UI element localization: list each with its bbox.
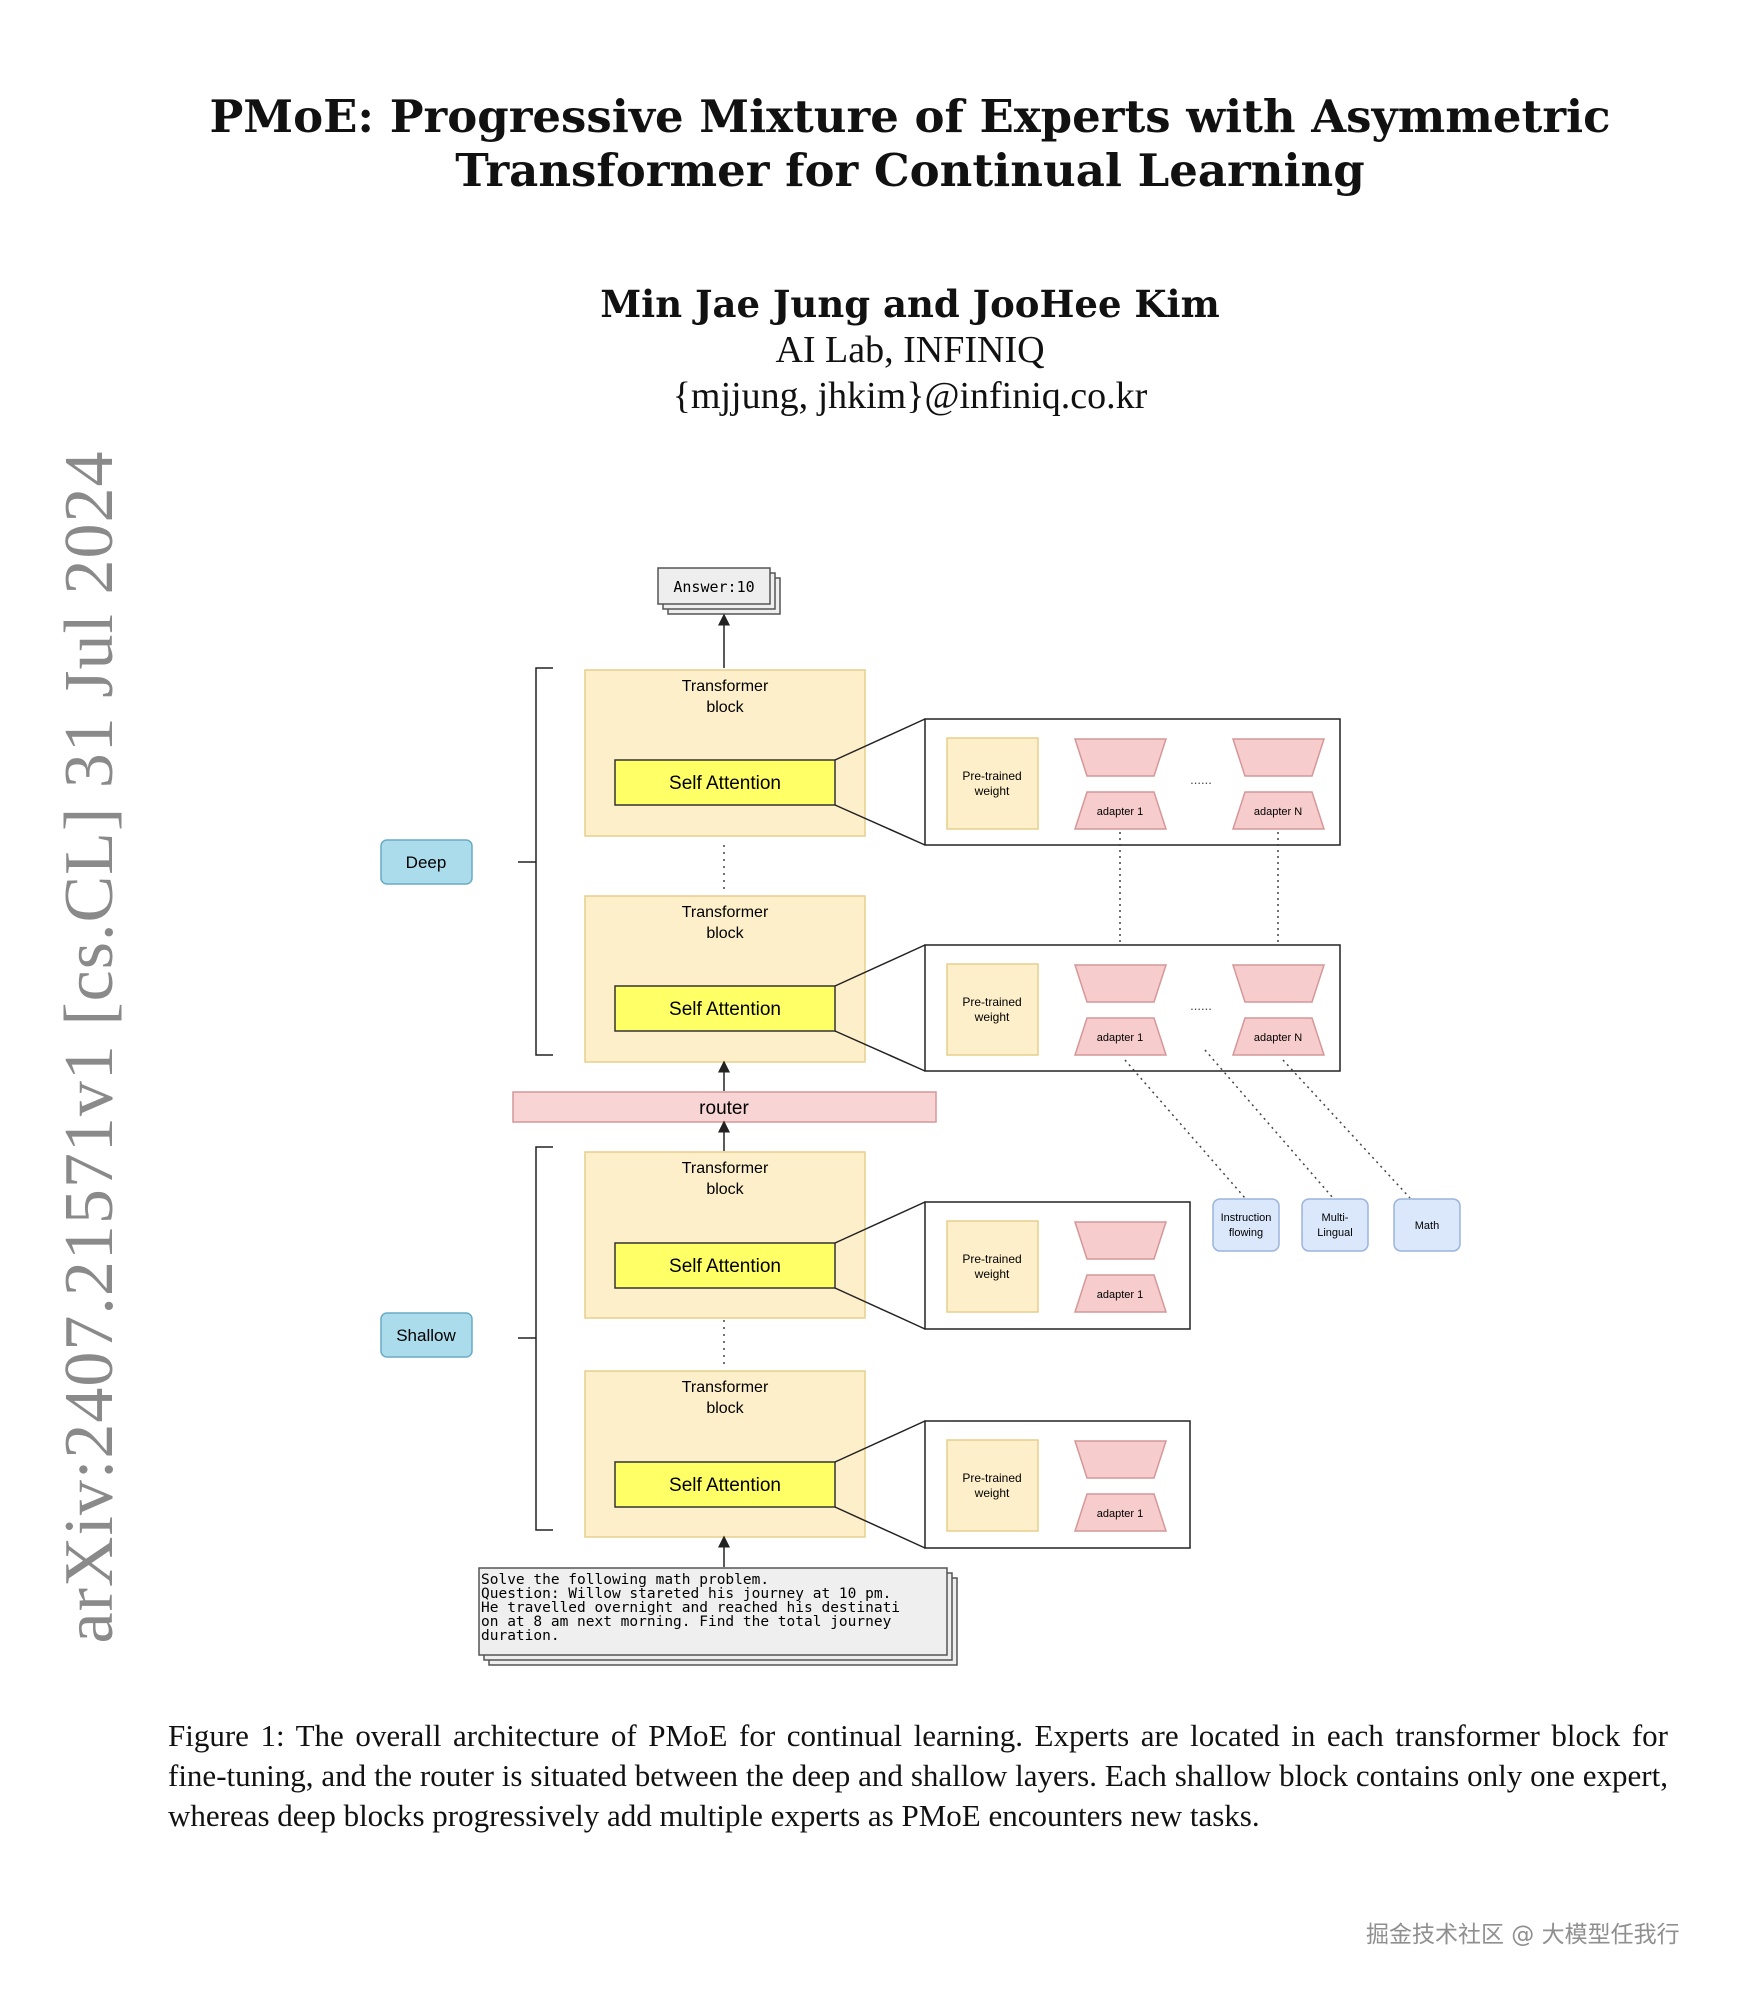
router-box: router [512, 1091, 937, 1123]
block-title-line2: block [706, 925, 744, 942]
pretrained-label: weight [974, 1010, 1010, 1024]
transformer-block-deep-top: Transformer block Self Attention [584, 669, 866, 837]
transformer-block-shallow-top: Transformer block Self Attention [584, 1151, 866, 1319]
expert-panel-shallow-top: Pre-trained weight adapter 1 [924, 1201, 1191, 1330]
pretrained-label: Pre-trained [962, 769, 1021, 783]
ellipsis: ...... [1190, 998, 1212, 1013]
block-title-line1: Transformer [682, 1160, 769, 1177]
title-line-1: PMoE: Progressive Mixture of Experts wit… [209, 90, 1611, 143]
task-instruction-flowing: Instruction flowing [1212, 1198, 1280, 1252]
ellipsis: ...... [1190, 772, 1212, 787]
block-title-line2: block [706, 1400, 744, 1417]
input-question-box: Solve the following math problem. Questi… [478, 1567, 958, 1666]
block-title-line2: block [706, 1181, 744, 1198]
authors: Min Jae Jung and JooHee Kim [600, 282, 1220, 326]
shallow-brace [518, 1146, 553, 1531]
adapter-n-label: adapter N [1254, 1032, 1302, 1044]
block-title-line2: block [706, 699, 744, 716]
pretrained-label: weight [974, 1486, 1010, 1500]
task-math: Math [1393, 1198, 1461, 1252]
answer-text: Answer:10 [673, 578, 754, 596]
architecture-figure: Answer:10 Deep Shallow Transformer block… [380, 567, 1461, 1666]
input-line-5: duration. [481, 1628, 560, 1644]
adapter-1-label: adapter 1 [1097, 1032, 1143, 1044]
title-line-2: Transformer for Continual Learning [455, 144, 1365, 197]
self-attention-label: Self Attention [669, 773, 781, 794]
adapter-n-label: adapter N [1254, 806, 1302, 818]
expert-panel-shallow-bottom: Pre-trained weight adapter 1 [924, 1420, 1191, 1549]
task-label: Instruction [1221, 1212, 1272, 1224]
deep-label-box: Deep [380, 839, 473, 885]
block-title-line1: Transformer [682, 1379, 769, 1396]
input-line-4: on at 8 am next morning. Find the total … [481, 1614, 892, 1630]
task-label: Lingual [1317, 1227, 1352, 1239]
self-attention-label: Self Attention [669, 999, 781, 1020]
adapter-1-label: adapter 1 [1097, 806, 1143, 818]
task-multilingual: Multi- Lingual [1301, 1198, 1369, 1252]
task-label: Multi- [1322, 1212, 1349, 1224]
pretrained-label: Pre-trained [962, 1471, 1021, 1485]
deep-label: Deep [406, 853, 447, 872]
pretrained-label: Pre-trained [962, 995, 1021, 1009]
transformer-block-deep-bottom: Transformer block Self Attention [584, 895, 866, 1063]
input-line-2: Question: Willow stareted his journey at… [481, 1586, 891, 1602]
block-title-line1: Transformer [682, 904, 769, 921]
figure-caption: Figure 1: The overall architecture of PM… [168, 1718, 1668, 1833]
input-line-1: Solve the following math problem. [481, 1572, 769, 1588]
pretrained-label: weight [974, 1267, 1010, 1281]
deep-brace [518, 667, 553, 1056]
self-attention-label: Self Attention [669, 1475, 781, 1496]
answer-box: Answer:10 [657, 567, 781, 615]
shallow-label: Shallow [396, 1326, 456, 1345]
input-line-3: He travelled overnight and reached his d… [481, 1600, 900, 1616]
expert-panel-deep-top: Pre-trained weight adapter 1 ...... adap… [924, 718, 1341, 846]
affiliation: AI Lab, INFINIQ [775, 329, 1045, 371]
pretrained-label: Pre-trained [962, 1252, 1021, 1266]
paper-title: PMoE: Progressive Mixture of Experts wit… [0, 90, 1753, 198]
block-title-line1: Transformer [682, 678, 769, 695]
task-label: flowing [1229, 1227, 1263, 1239]
task-label: Math [1415, 1220, 1439, 1232]
adapter-1-label: adapter 1 [1097, 1289, 1143, 1301]
router-label: router [699, 1098, 749, 1119]
task-links [1124, 1049, 1411, 1199]
pretrained-label: weight [974, 784, 1010, 798]
self-attention-label: Self Attention [669, 1256, 781, 1277]
transformer-block-shallow-bottom: Transformer block Self Attention [584, 1370, 866, 1538]
expert-panel-deep-bottom: Pre-trained weight adapter 1 ...... adap… [924, 944, 1341, 1072]
shallow-label-box: Shallow [380, 1312, 473, 1358]
zoom-lines [834, 718, 926, 1549]
watermark: 掘金技术社区 @ 大模型任我行 [1366, 1922, 1680, 1948]
adapter-1-label: adapter 1 [1097, 1508, 1143, 1520]
email: {mjjung, jhkim}@infiniq.co.kr [672, 375, 1148, 417]
